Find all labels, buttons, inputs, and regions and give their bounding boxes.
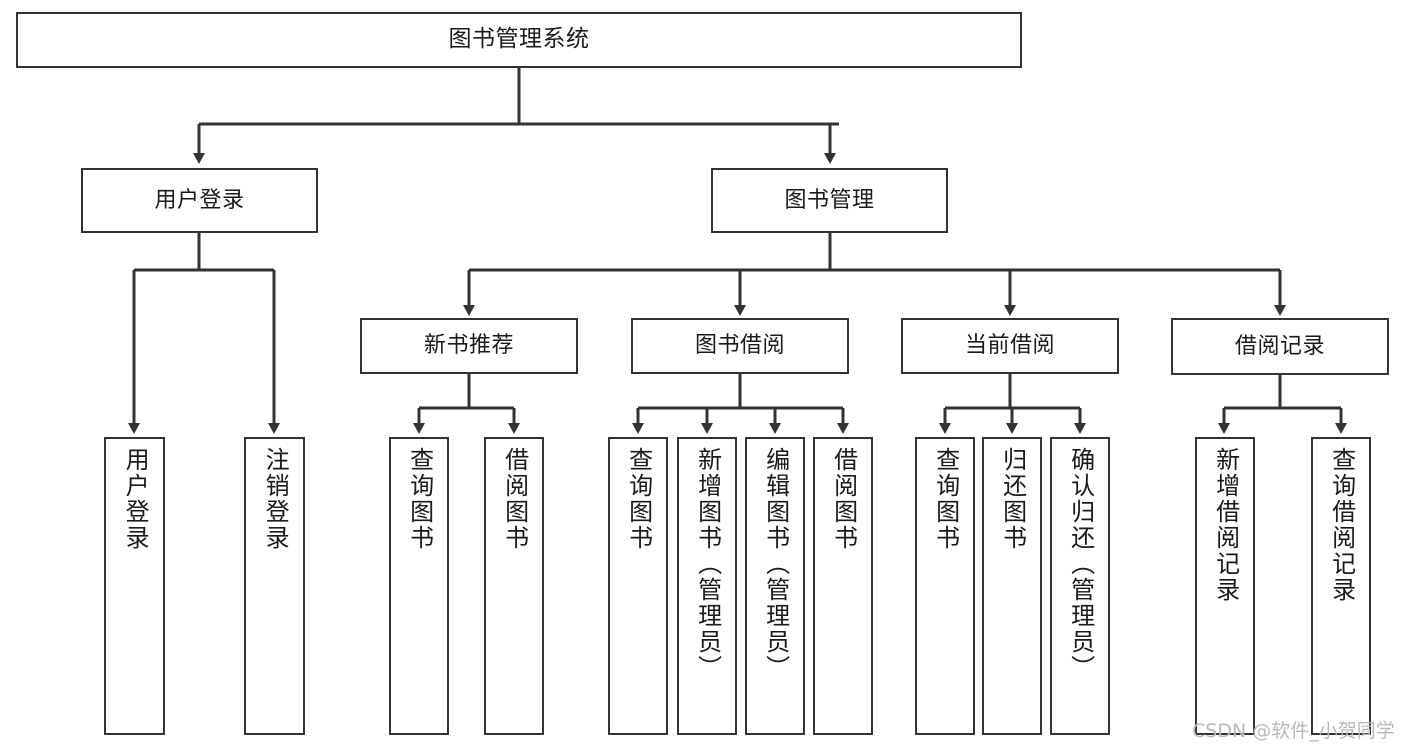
node-label: 用户登录 (154, 187, 245, 213)
node-label: 借阅记录 (1234, 333, 1325, 359)
leaf-user-login-logout[interactable]: 注销登录 (244, 437, 305, 735)
leaf-new-book-query[interactable]: 查询图书 (389, 437, 449, 735)
node-label: 查询借阅记录 (1327, 447, 1356, 603)
leaf-borrow-edit-book[interactable]: 编辑图书（管理员） (745, 437, 805, 735)
leaf-current-confirm-return[interactable]: 确认归还（管理员） (1050, 437, 1110, 735)
node-book-management[interactable]: 图书管理 (711, 168, 948, 233)
leaf-record-query[interactable]: 查询借阅记录 (1311, 437, 1371, 735)
leaf-current-query-book[interactable]: 查询图书 (915, 437, 975, 735)
node-label: 查询图书 (931, 447, 960, 551)
leaf-current-return-book[interactable]: 归还图书 (982, 437, 1042, 735)
node-label: 借阅图书 (829, 447, 858, 551)
leaf-borrow-add-book[interactable]: 新增图书（管理员） (677, 437, 737, 735)
node-new-book-recommend[interactable]: 新书推荐 (360, 318, 578, 374)
node-label: 用户登录 (121, 447, 150, 551)
node-label: 查询图书 (405, 447, 434, 551)
leaf-record-add[interactable]: 新增借阅记录 (1195, 437, 1255, 735)
leaf-new-book-borrow[interactable]: 借阅图书 (484, 437, 544, 735)
node-label: 查询图书 (624, 447, 653, 551)
node-label: 当前借阅 (964, 333, 1055, 359)
node-label: 新增借阅记录 (1211, 447, 1240, 603)
node-borrow-record[interactable]: 借阅记录 (1171, 318, 1389, 375)
csdn-watermark: CSDN @软件_小贺同学 (1192, 720, 1395, 742)
node-label: 归还图书 (998, 447, 1027, 551)
node-label: 图书管理系统 (448, 26, 590, 53)
leaf-borrow-query-book[interactable]: 查询图书 (608, 437, 668, 735)
leaf-borrow-borrow-book[interactable]: 借阅图书 (813, 437, 873, 735)
node-user-login[interactable]: 用户登录 (81, 168, 318, 233)
node-root-system[interactable]: 图书管理系统 (16, 12, 1022, 68)
node-label: 注销登录 (261, 447, 290, 551)
node-current-borrow[interactable]: 当前借阅 (901, 318, 1119, 374)
node-label: 编辑图书（管理员） (761, 447, 790, 681)
node-book-borrow[interactable]: 图书借阅 (631, 318, 849, 374)
node-label: 图书借阅 (694, 333, 785, 359)
node-label: 借阅图书 (500, 447, 529, 551)
node-label: 新增图书（管理员） (693, 447, 722, 681)
node-label: 新书推荐 (423, 333, 514, 359)
node-label: 图书管理 (784, 187, 875, 213)
node-label: 确认归还（管理员） (1066, 447, 1095, 681)
leaf-user-login-login[interactable]: 用户登录 (104, 437, 165, 735)
